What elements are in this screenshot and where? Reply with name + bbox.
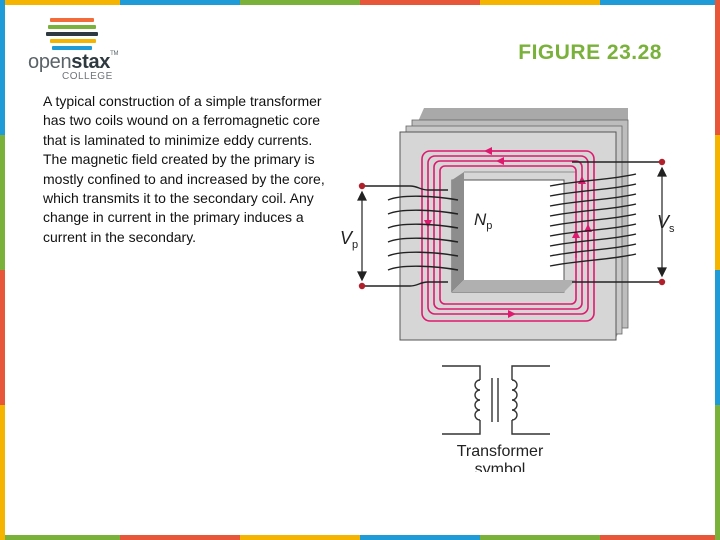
figure-title: FIGURE 23.28 bbox=[518, 41, 662, 64]
figure-caption: A typical construction of a simple trans… bbox=[43, 93, 325, 245]
primary-coil bbox=[362, 185, 459, 287]
label-vp: Vp bbox=[340, 228, 358, 251]
symbol-label-line1: Transformer bbox=[457, 443, 544, 460]
logo-wordmark: openstaxTM bbox=[28, 51, 119, 73]
transformer-diagram: Vp Vs Np Transformer symbol bbox=[340, 108, 675, 472]
frame-top bbox=[0, 0, 720, 5]
label-vs: Vs bbox=[657, 212, 675, 235]
label-np: Np bbox=[474, 210, 492, 232]
logo-subtitle: COLLEGE bbox=[62, 71, 113, 82]
voltage-arrows bbox=[357, 166, 667, 282]
transformer-symbol-icon bbox=[442, 365, 550, 435]
frame-right bbox=[715, 0, 720, 540]
openstax-logo: openstaxTM COLLEGE bbox=[28, 18, 124, 82]
frame-bottom bbox=[0, 535, 720, 540]
flux-arrows bbox=[424, 147, 592, 318]
frame-left bbox=[0, 0, 5, 540]
secondary-coil bbox=[549, 161, 662, 283]
symbol-label-line2: symbol bbox=[475, 461, 526, 472]
terminals bbox=[358, 158, 666, 290]
logo-bars-icon bbox=[46, 18, 98, 53]
